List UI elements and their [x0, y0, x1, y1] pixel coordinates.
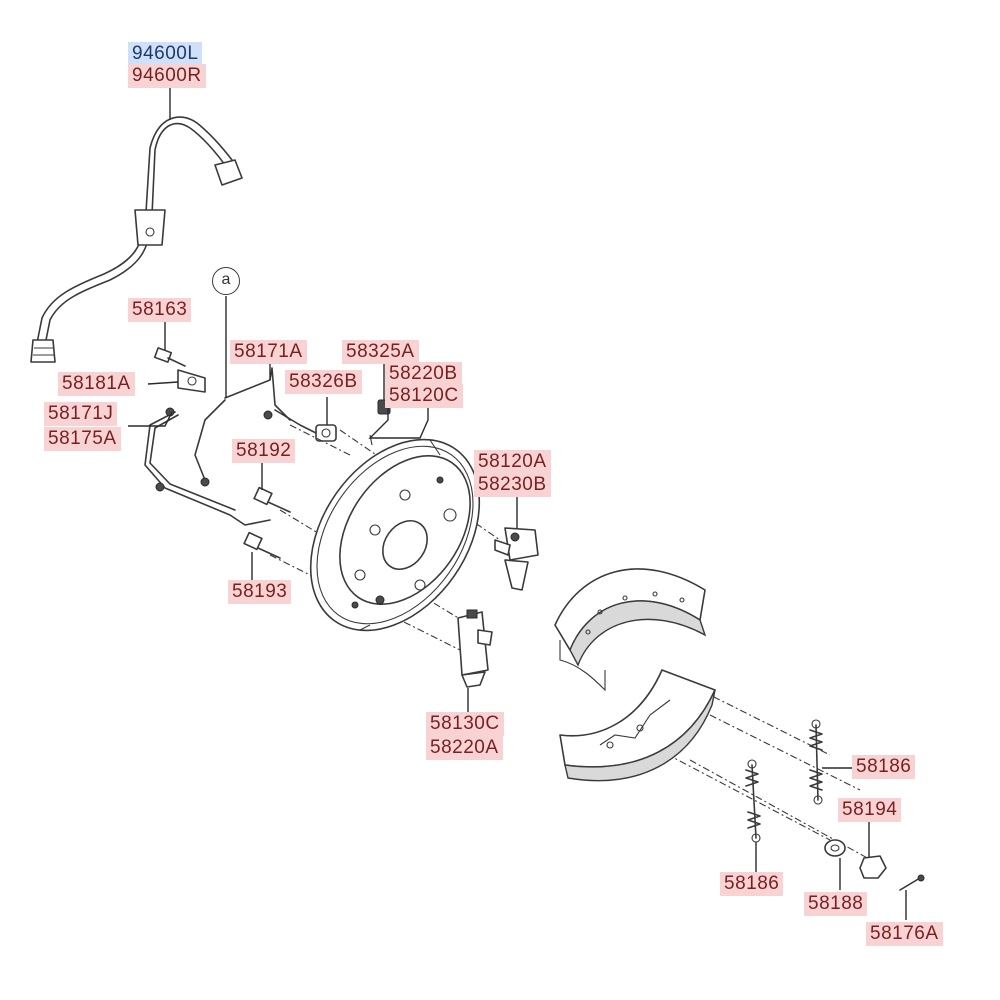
part-label-94600R[interactable]: 94600R [128, 64, 206, 88]
brake-hose [30, 116, 243, 363]
part-label-58192[interactable]: 58192 [232, 439, 296, 463]
part-label-58175A[interactable]: 58175A [44, 427, 121, 451]
part-label-58120A[interactable]: 58120A [474, 450, 551, 474]
pipe-fitting [315, 424, 337, 442]
bolt-58193 [243, 531, 281, 559]
upper-brake-shoe [554, 568, 707, 692]
backing-plate [309, 434, 481, 632]
part-label-58163[interactable]: 58163 [128, 298, 192, 322]
leader-lines [128, 87, 907, 920]
part-label-58186-right[interactable]: 58186 [852, 755, 916, 779]
part-label-58181A[interactable]: 58181A [58, 372, 135, 396]
part-label-58186-left[interactable]: 58186 [720, 872, 784, 896]
return-spring-right [809, 719, 823, 805]
part-label-58130C[interactable]: 58130C [426, 712, 504, 736]
part-label-58171J[interactable]: 58171J [44, 402, 118, 426]
washer [824, 839, 846, 857]
brake-pipes [144, 367, 331, 526]
part-label-58171A[interactable]: 58171A [230, 340, 307, 364]
lower-brake-shoe [559, 669, 716, 782]
tee-connector [177, 369, 206, 393]
bolt-58192 [253, 486, 291, 513]
lower-wheel-cylinder [457, 609, 493, 688]
part-label-58176A[interactable]: 58176A [866, 922, 943, 946]
part-label-58325A[interactable]: 58325A [342, 340, 419, 364]
part-label-58230B[interactable]: 58230B [474, 473, 551, 497]
part-label-58188[interactable]: 58188 [804, 892, 868, 916]
part-label-58194[interactable]: 58194 [838, 798, 902, 822]
detail-callout-a: a [212, 267, 240, 295]
nut [859, 855, 887, 879]
bleeder-bolt [153, 347, 186, 367]
part-label-58193[interactable]: 58193 [228, 580, 292, 604]
part-label-94600L[interactable]: 94600L [128, 42, 203, 66]
hold-down-pin [899, 874, 925, 891]
return-spring-left [745, 759, 761, 843]
part-label-58120C[interactable]: 58120C [385, 384, 463, 408]
part-label-58220A[interactable]: 58220A [426, 736, 503, 760]
upper-wheel-cylinder [494, 527, 539, 591]
part-label-58326B[interactable]: 58326B [285, 370, 362, 394]
part-label-58220B[interactable]: 58220B [385, 362, 462, 386]
